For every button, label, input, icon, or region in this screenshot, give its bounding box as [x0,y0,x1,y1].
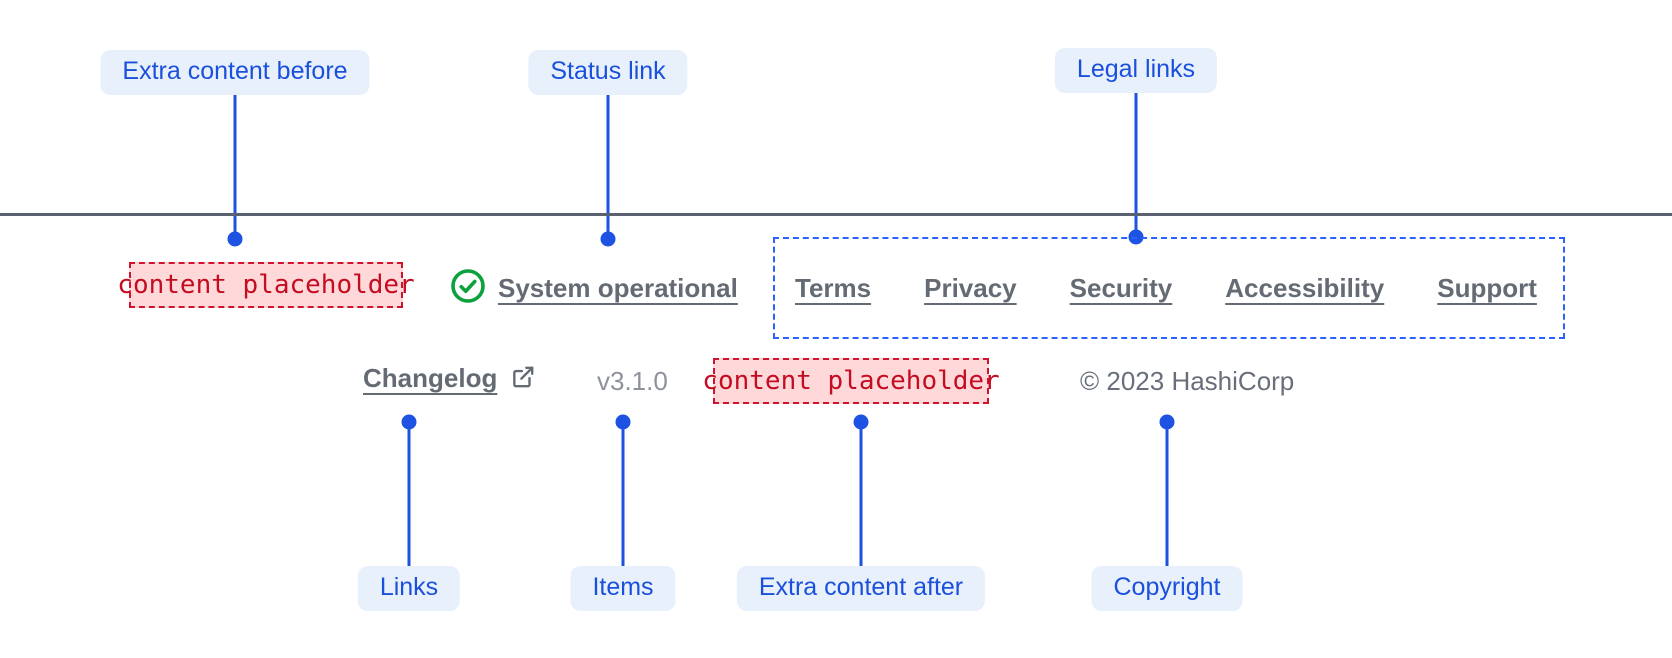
extra-content-before-placeholder: content placeholder [117,262,415,308]
connector-dot [600,231,616,247]
connector-line [621,429,625,566]
annotation-extra-content-before: Extra content before [100,50,370,95]
status-link[interactable]: System operational [450,268,738,309]
connector-dot [853,414,869,430]
annotation-links: Links [357,566,461,611]
annotation-legal-links: Legal links [1054,48,1218,93]
placeholder-text: content placeholder [702,366,1000,396]
extra-content-after-placeholder: content placeholder [702,358,1000,404]
connector-line [407,429,411,566]
external-link-icon [510,364,536,397]
legal-link-privacy[interactable]: Privacy [924,272,1017,303]
divider-line [0,213,1672,216]
connector-dot [401,414,417,430]
legal-link-terms[interactable]: Terms [795,272,872,303]
connector-line [1165,429,1169,566]
legal-link-accessibility[interactable]: Accessibility [1225,272,1385,303]
annotation-extra-content-after: Extra content after [736,566,986,611]
legal-links-container: Terms Privacy Security Accessibility Sup… [773,237,1565,339]
connector-line [1134,93,1138,230]
connector-dot [1159,414,1175,430]
status-link-label: System operational [498,273,738,303]
connector-dot [615,414,631,430]
annotation-status-link: Status link [528,50,688,95]
annotation-copyright: Copyright [1091,566,1243,611]
connector-dot [227,231,243,247]
connector-line [233,95,237,232]
legal-link-security[interactable]: Security [1069,272,1173,303]
copyright-text: © 2023 HashiCorp [1080,366,1295,396]
connector-line [859,429,863,566]
annotation-items: Items [570,566,676,611]
changelog-link-label: Changelog [363,363,498,393]
check-circle-icon [450,268,486,309]
changelog-link[interactable]: Changelog [363,363,536,397]
version-text: v3.1.0 [597,366,668,396]
legal-link-support[interactable]: Support [1437,272,1537,303]
placeholder-text: content placeholder [117,270,415,300]
connector-line [606,95,610,232]
